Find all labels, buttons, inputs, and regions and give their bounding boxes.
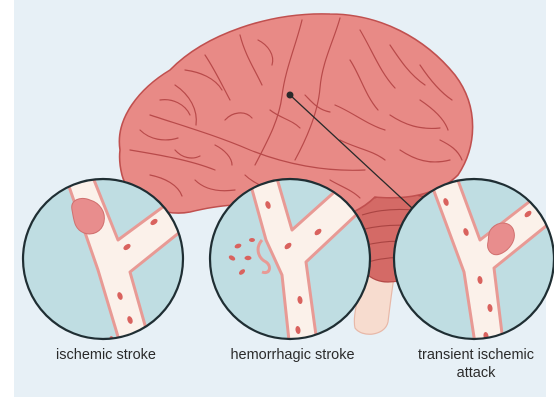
pointer-dot bbox=[287, 92, 294, 99]
tia-label-line1: transient ischemic bbox=[401, 346, 551, 364]
hemorrhagic-stroke-label: hemorrhagic stroke bbox=[205, 346, 380, 364]
tia-label: transient ischemic attack bbox=[401, 346, 551, 382]
ischemic-stroke-label: ischemic stroke bbox=[26, 346, 186, 364]
tia-label-line2: attack bbox=[401, 364, 551, 382]
